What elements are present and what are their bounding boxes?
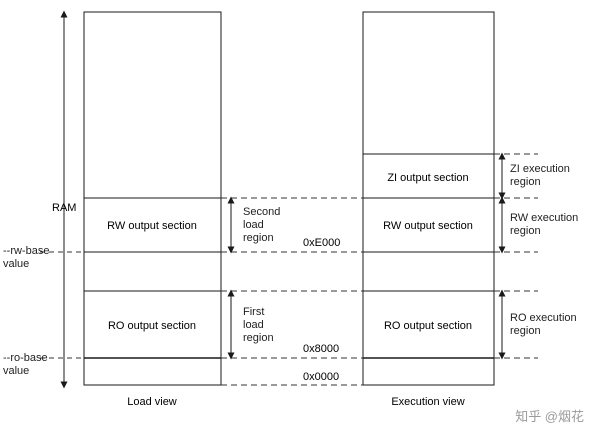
rw-execution-region-label: RW execution region: [510, 212, 579, 237]
execution-view-caption: Execution view: [391, 396, 464, 408]
zi-execution-region-label: ZI execution region: [510, 163, 570, 188]
first-load-region-label: First load region: [243, 306, 274, 344]
watermark: 知乎 @烟花: [515, 409, 584, 424]
address-0000: 0x0000: [303, 371, 339, 383]
address-e000: 0xE000: [303, 237, 340, 249]
second-load-region-label: Second load region: [243, 206, 281, 244]
address-8000: 0x8000: [303, 343, 339, 355]
rw-base-value-label: --rw-base value: [3, 245, 50, 270]
exec-ro-section-label: RO output section: [384, 320, 472, 332]
load-view-caption: Load view: [127, 396, 177, 408]
load-ro-section-label: RO output section: [108, 320, 196, 332]
load-rw-section-label: RW output section: [107, 220, 197, 232]
ro-base-value-label: --ro-base value: [3, 352, 48, 377]
ram-label: RAM: [52, 202, 76, 214]
exec-zi-section-label: ZI output section: [387, 172, 468, 184]
ro-execution-region-label: RO execution region: [510, 312, 577, 337]
exec-rw-section-label: RW output section: [383, 220, 473, 232]
